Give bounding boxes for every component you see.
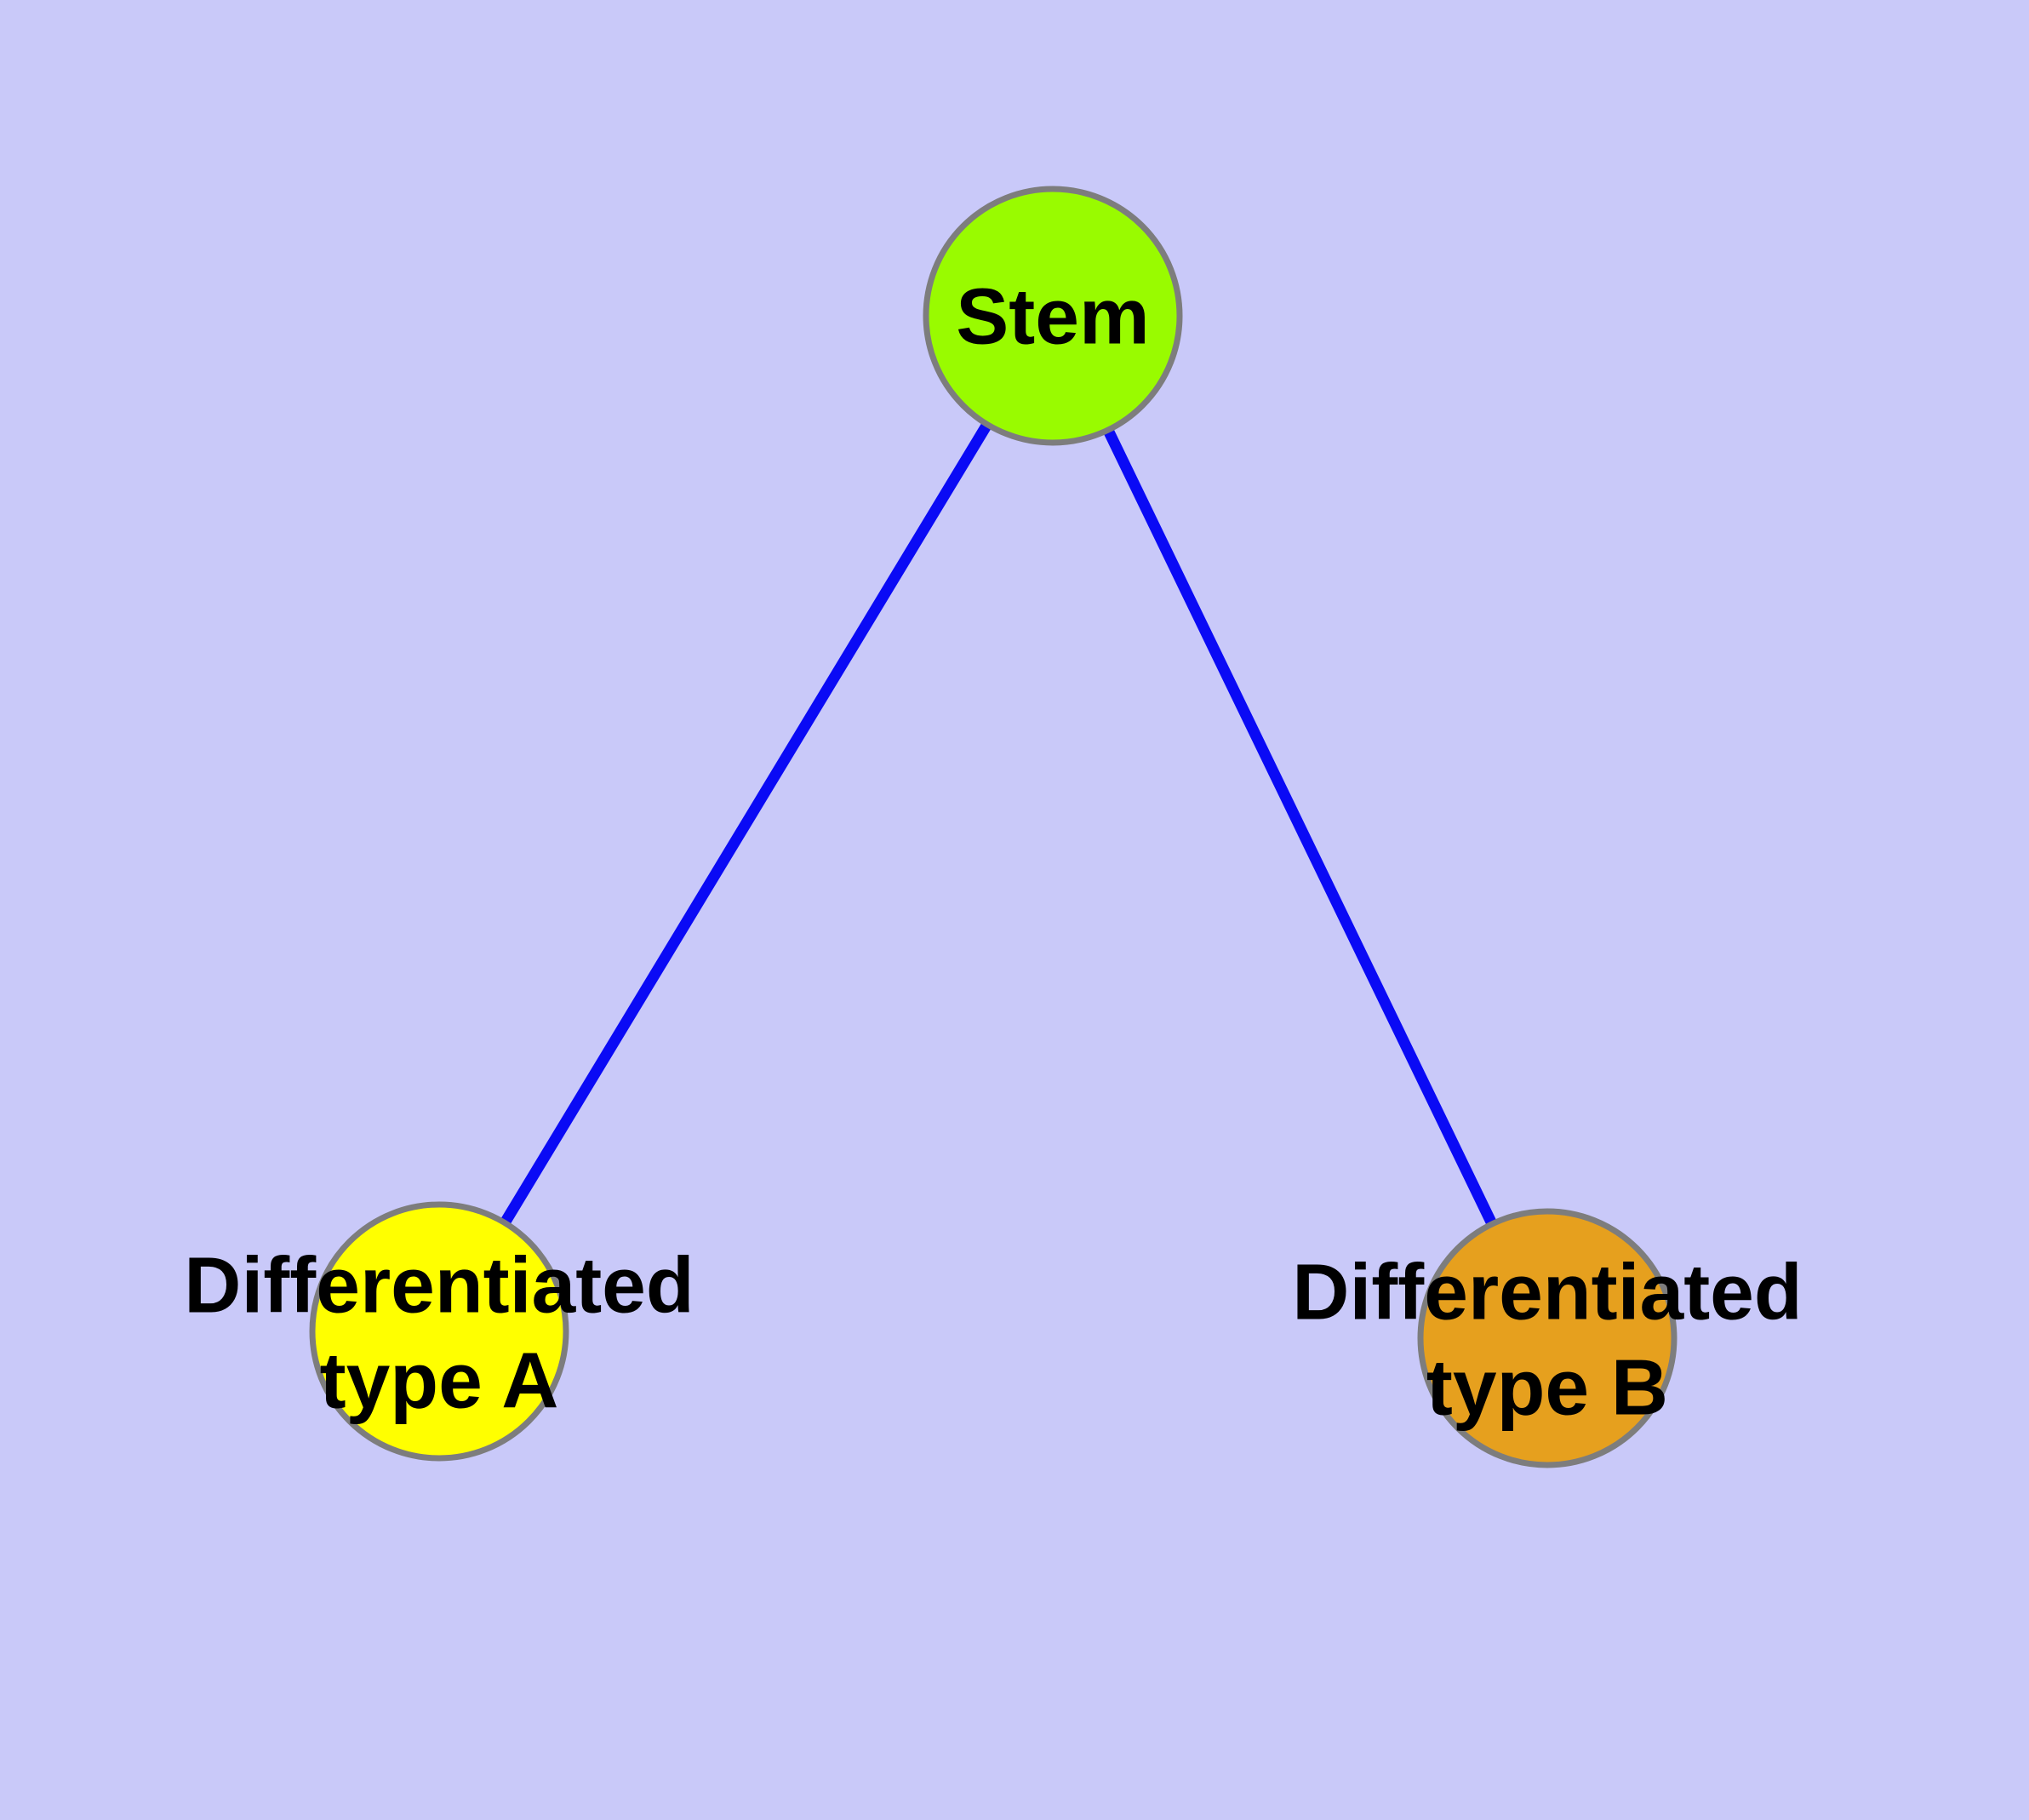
node-label-type-b-line2: type B (1426, 1343, 1668, 1432)
node-label-stem: Stem (956, 272, 1149, 361)
edge-stem-to-type-a (434, 312, 1058, 1335)
node-label-type-a-line2: type A (320, 1336, 559, 1425)
node-label-type-b-line1: Differentiated (1292, 1248, 1802, 1336)
node-stem (923, 186, 1183, 446)
node-differentiated-type-a (309, 1201, 569, 1462)
edge-stem-to-type-b (1048, 313, 1552, 1341)
node-differentiated-type-b (1417, 1208, 1677, 1468)
node-label-type-a-line1: Differentiated (184, 1241, 694, 1330)
